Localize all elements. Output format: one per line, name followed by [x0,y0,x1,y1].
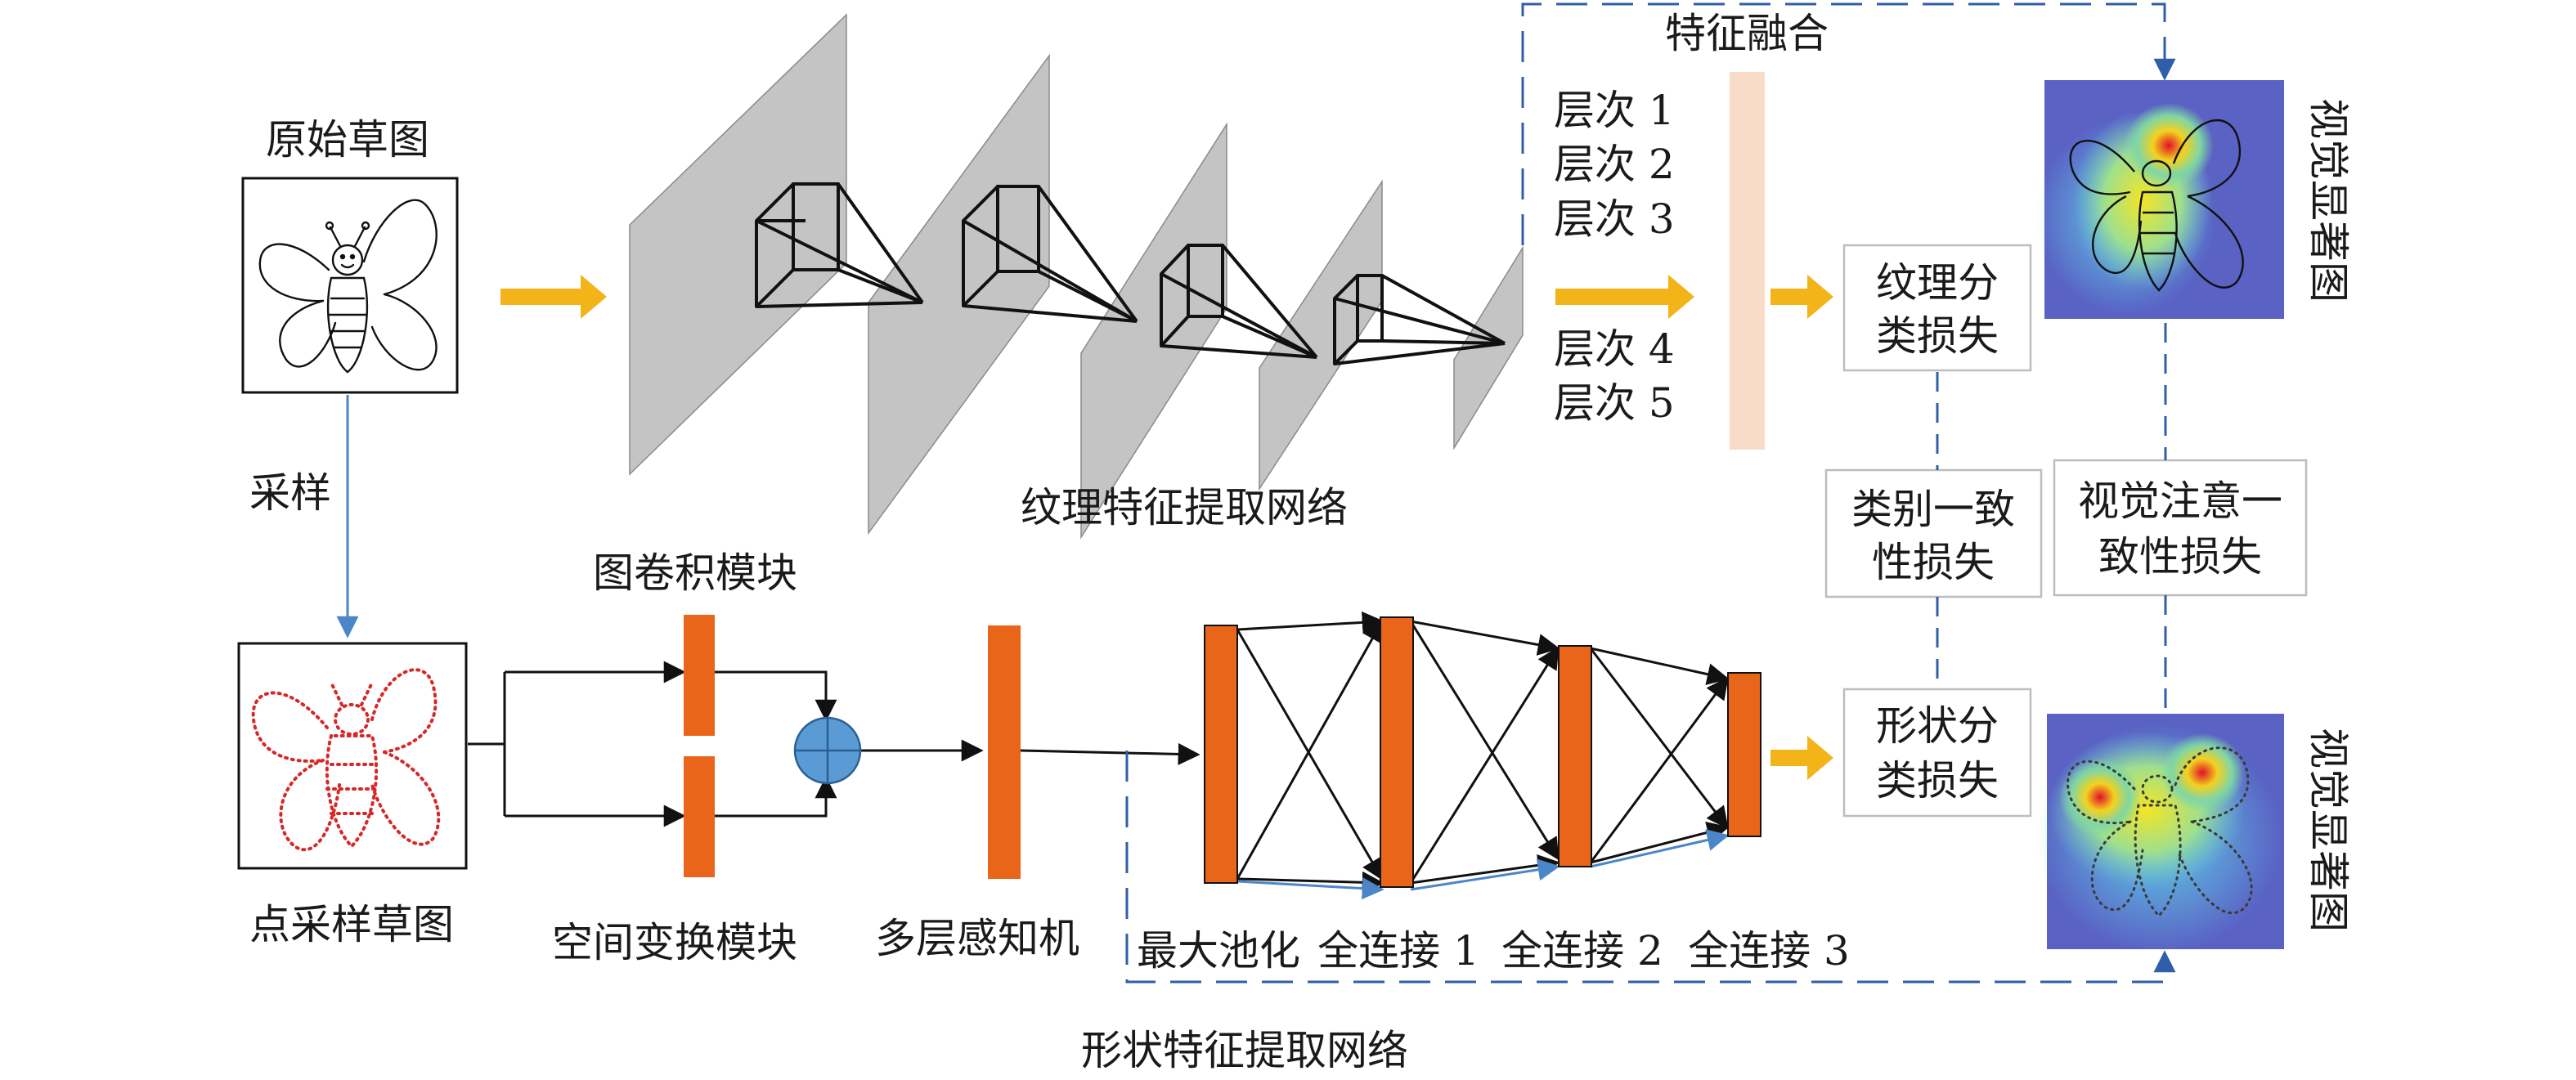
fc2-layer [1558,645,1592,867]
point-sketch-label: 点采样草图 [249,901,454,948]
fc3-layer [1727,672,1761,837]
texture-loss-box [1842,244,2032,372]
original-sketch-frame [241,177,459,394]
saliency-map-top-label: 视觉显著图 [2304,98,2352,302]
fc-to-loss-arrow [1770,736,1833,780]
shape-network-label: 形状特征提取网络 [1081,1027,1408,1074]
shape-loss-line1: 形状分 [1876,702,1999,750]
layer-fc1-label: 全连接 1 [1317,927,1479,975]
graph-conv-block [684,615,715,736]
layer-maxpool-label: 最大池化 [1137,927,1300,975]
shape-loss-line2: 类损失 [1876,757,1999,804]
saliency-map-top [2036,80,2284,319]
layer-fc3-label: 全连接 3 [1688,927,1850,975]
level-4: 层次 4 [1554,325,1675,373]
fc-blue-lines [1236,829,1730,900]
point-sampled-drawing [251,668,441,852]
fc-connections [1236,611,1730,894]
butterfly-sketch-drawing [258,199,438,374]
layer-fc2-label: 全连接 2 [1501,927,1663,975]
category-loss-line2: 性损失 [1872,539,1995,586]
mlp-label: 多层感知机 [875,915,1079,962]
fusion-to-loss-arrow [1770,275,1833,319]
maxpool-layer [1204,625,1238,884]
level-1: 层次 1 [1554,87,1675,134]
saliency-map-bottom [2036,714,2284,952]
texture-network-label: 纹理特征提取网络 [1021,484,1348,531]
texture-loss-line1: 纹理分 [1876,259,1999,307]
texture-loss-line2: 类损失 [1876,312,1999,360]
spatial-transform-label: 空间变换模块 [552,919,797,966]
cnn-feature-planes [629,13,1524,540]
shape-loss-box [1842,688,2032,818]
level-2: 层次 2 [1554,141,1675,188]
level-5: 层次 5 [1554,379,1675,427]
bottom-dashed-connector [1125,751,2176,984]
shape-input-connectors [468,661,1200,827]
level-3: 层次 3 [1554,195,1675,243]
point-sketch-frame [237,642,468,870]
conv-kernels [755,182,1506,365]
attention-loss-line1: 视觉注意一 [2078,477,2282,525]
attention-loss-line2: 致性损失 [2098,533,2262,580]
category-loss-line1: 类别一致 [1851,486,2015,533]
input-arrow-texture [500,275,607,319]
top-dashed-connector [1521,2,2176,245]
sampling-label: 采样 [249,469,331,517]
spatial-transform-block [684,756,715,877]
fc1-layer [1380,616,1414,888]
attention-loss-box [2053,459,2308,597]
feature-fusion-bar [1730,72,1765,450]
mlp-block [988,625,1021,879]
category-loss-box [1824,468,2043,598]
graph-conv-label: 图卷积模块 [593,549,797,597]
saliency-map-bottom-label: 视觉显著图 [2304,728,2352,932]
levels-to-fusion-arrow [1555,275,1694,319]
loss-connectors [1936,323,2167,714]
feature-fusion-label: 特征融合 [1665,10,1829,57]
original-sketch-label: 原始草图 [266,116,429,164]
